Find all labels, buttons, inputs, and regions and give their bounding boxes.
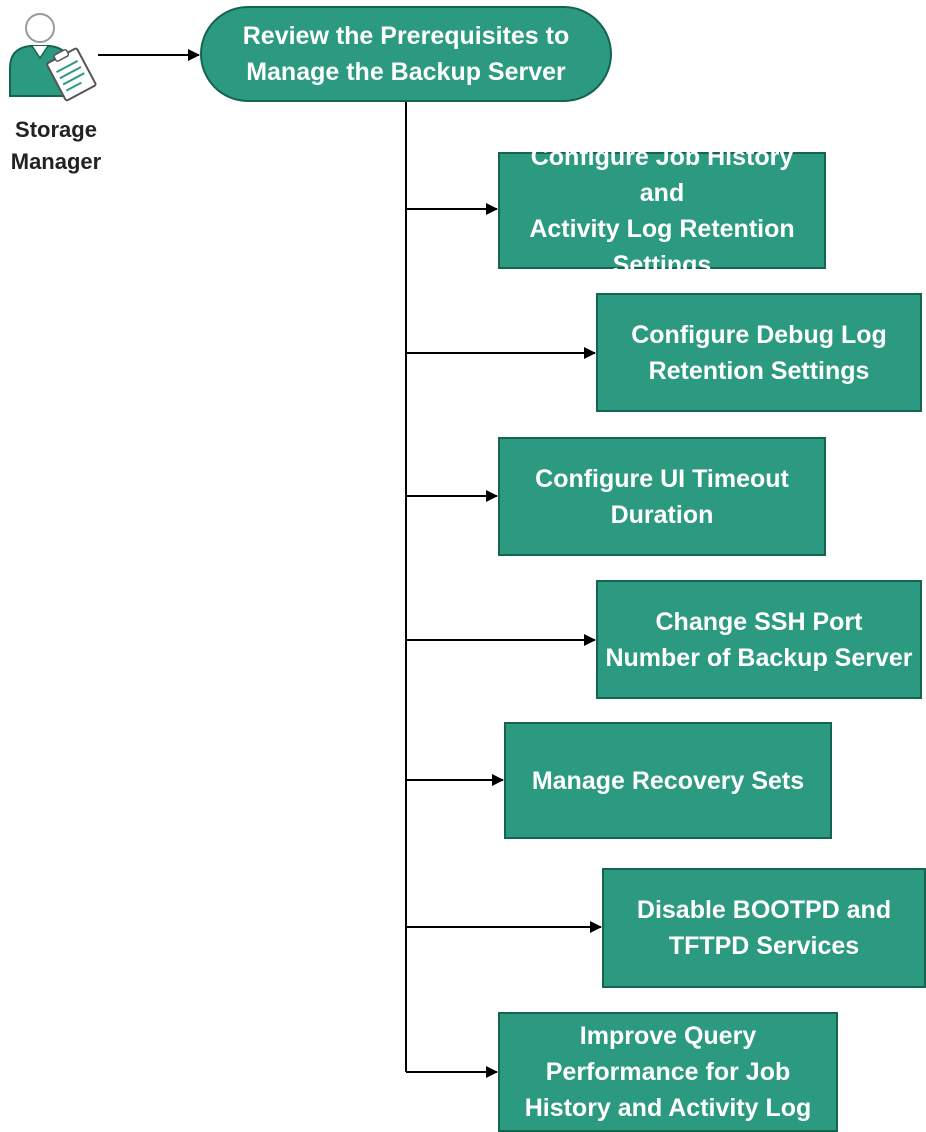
step-1-line-1: Configure Job History and bbox=[530, 142, 794, 207]
step-3-line-1: Configure UI Timeout bbox=[535, 464, 789, 493]
step-2-line-2: Retention Settings bbox=[648, 356, 870, 385]
step-box-5: Manage Recovery Sets bbox=[504, 722, 832, 839]
start-step-line-2: Manage the Backup Server bbox=[246, 58, 566, 86]
step-6-line-2: TFTPD Services bbox=[668, 932, 860, 960]
start-step-line-1: Review the Prerequisites to bbox=[242, 22, 570, 50]
step-4-line-1: Change SSH Port bbox=[655, 607, 863, 636]
step-box-1: Configure Job History and Activity Log R… bbox=[498, 143, 826, 279]
role-label-line-2: Manager bbox=[10, 149, 102, 174]
role-label-line-1: Storage bbox=[15, 117, 97, 142]
start-step-review-prerequisites: Review the Prerequisites to Manage the B… bbox=[200, 6, 612, 102]
step-1-line-2: Activity Log Retention bbox=[529, 214, 795, 243]
step-6-line-1: Disable BOOTPD and bbox=[636, 896, 892, 924]
step-4-line-2: Number of Backup Server bbox=[605, 643, 913, 672]
step-3-line-2: Duration bbox=[610, 500, 714, 529]
step-box-3: Configure UI Timeout Duration bbox=[498, 437, 826, 556]
step-box-4: Change SSH Port Number of Backup Server bbox=[596, 580, 922, 699]
step-box-6: Disable BOOTPD and TFTPD Services bbox=[602, 868, 926, 988]
role-label: Storage Manager bbox=[0, 114, 112, 178]
step-box-2: Configure Debug Log Retention Settings bbox=[596, 293, 922, 412]
step-5-line-1: Manage Recovery Sets bbox=[531, 766, 805, 795]
step-7-line-1: Improve Query bbox=[579, 1022, 757, 1050]
step-box-7: Improve Query Performance for Job Histor… bbox=[498, 1012, 838, 1132]
step-7-line-2: Performance for Job bbox=[545, 1058, 791, 1086]
step-2-line-1: Configure Debug Log bbox=[631, 320, 887, 349]
storage-manager-person-clipboard-icon bbox=[9, 13, 97, 102]
step-1-line-3: Settings bbox=[612, 250, 712, 279]
step-7-line-3: History and Activity Log bbox=[524, 1094, 812, 1122]
